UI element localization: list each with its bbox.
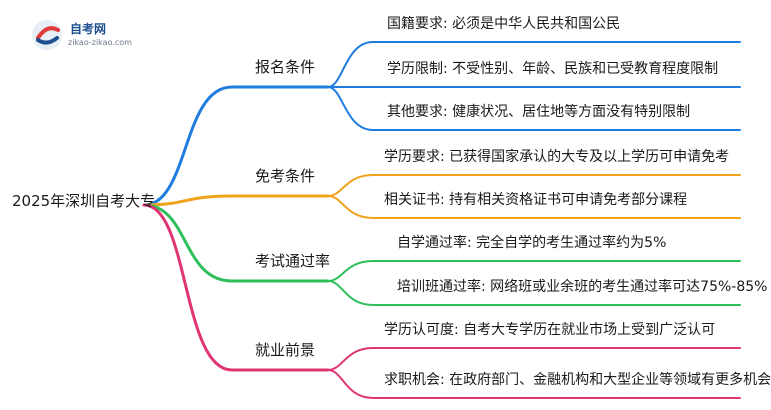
branch-label-4: 就业前景 — [255, 341, 316, 359]
branch-connector-3 — [142, 203, 330, 283]
branch-connector-2 — [142, 194, 330, 207]
leaf-label-3-1: 自学通过率: 完全自学的考生通过率约为5% — [397, 235, 667, 251]
leaf-label-1-2: 学历限制: 不受性别、年龄、民族和已受教育程度限制 — [387, 61, 719, 77]
leaf-connector-4-2 — [327, 369, 741, 399]
mindmap-canvas — [142, 41, 741, 399]
branch-connector-1 — [142, 85, 330, 207]
root-node-label: 2025年深圳自考大专 — [12, 192, 156, 210]
branch-label-1: 报名条件 — [255, 58, 316, 76]
logo-title: 自考网 — [70, 22, 107, 36]
leaf-connector-4-1 — [327, 347, 741, 371]
leaf-label-4-2: 求职机会: 在政府部门、金融机构和大型企业等领域有更多机会 — [384, 372, 771, 388]
leaf-label-2-2: 相关证书: 持有相关资格证书可申请免考部分课程 — [384, 192, 688, 208]
leaf-connector-1-3 — [327, 86, 741, 131]
site-logo: 自考网 zikao-zikao.com — [30, 16, 140, 56]
branch-label-2: 免考条件 — [255, 167, 316, 185]
leaf-connector-1-1 — [327, 41, 741, 88]
logo-subtitle: zikao-zikao.com — [68, 38, 132, 47]
logo-icon — [32, 20, 62, 50]
branch-label-3: 考试通过率 — [255, 252, 331, 270]
branch-connector-4 — [142, 203, 330, 372]
leaf-label-1-1: 国籍要求: 必须是中华人民共和国公民 — [387, 16, 621, 32]
leaf-connector-3-2 — [327, 280, 741, 306]
leaf-connector-3-1 — [327, 260, 741, 282]
leaf-connector-2-2 — [327, 195, 741, 219]
leaf-label-1-3: 其他要求: 健康状况、居住地等方面没有特别限制 — [387, 104, 691, 120]
leaf-label-3-2: 培训班通过率: 网络班或业余班的考生通过率可达75%-85% — [397, 279, 768, 295]
leaf-connector-2-1 — [327, 174, 741, 197]
leaf-label-4-1: 学历认可度: 自考大专学历在就业市场上受到广泛认可 — [384, 322, 716, 338]
leaf-label-2-1: 学历要求: 已获得国家承认的大专及以上学历可申请免考 — [384, 149, 730, 165]
